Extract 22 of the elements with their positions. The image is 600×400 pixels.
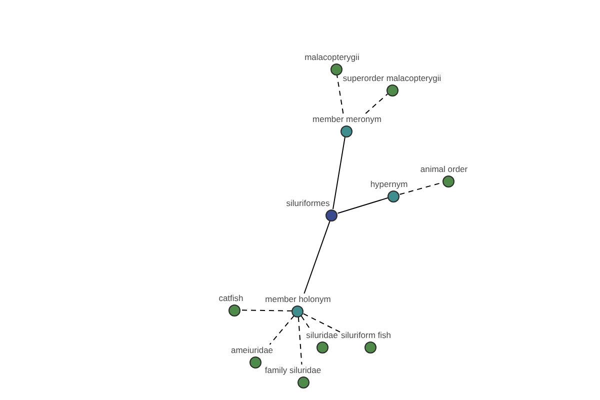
node-label: malacopterygii	[304, 52, 360, 62]
node-label: siluriformes	[286, 198, 330, 208]
dashed-connector-line	[365, 94, 388, 114]
dashed-connector-line	[336, 74, 344, 114]
dashed-connector-line	[298, 316, 302, 365]
dashed-connector-line	[269, 315, 295, 345]
node-label: ameiuridae	[230, 345, 274, 355]
node-label: siluridae	[306, 330, 338, 340]
connector-line	[332, 136, 346, 210]
connector-line	[304, 220, 330, 294]
dashed-connector-line	[300, 316, 311, 330]
dashed-connector-line	[302, 313, 340, 332]
connector-line	[337, 197, 389, 214]
node-label: family siluridae	[264, 365, 322, 375]
node-label: superorder malacopterygii	[342, 73, 442, 83]
node-label: siluriform fish	[340, 330, 392, 340]
node-label: hypernym	[370, 179, 408, 189]
node-label: member holonym	[265, 294, 331, 304]
node-label: animal order	[420, 164, 468, 174]
node-label: member meronym	[312, 114, 382, 124]
node-label: catfish	[218, 293, 244, 303]
dashed-connector-line	[240, 310, 292, 312]
